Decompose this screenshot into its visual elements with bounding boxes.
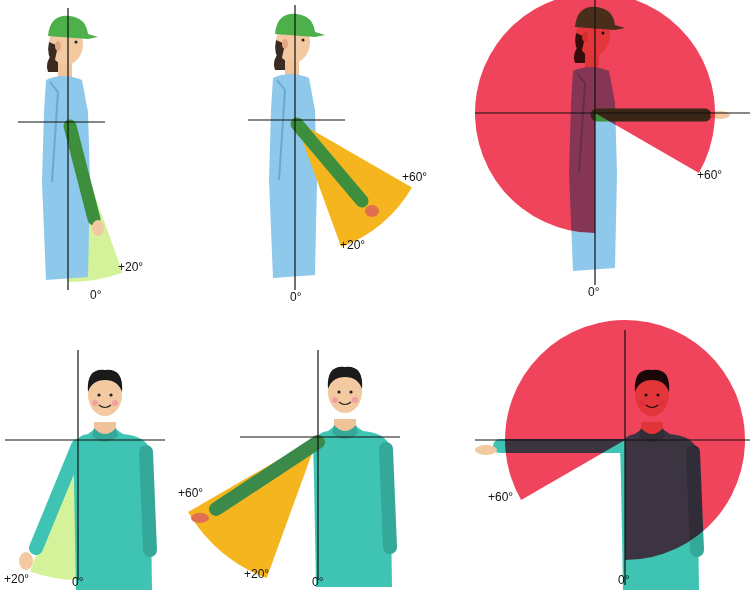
hand [365, 205, 379, 217]
range-sector [295, 120, 412, 247]
angle-label: +60° [178, 486, 203, 500]
axes [5, 0, 750, 585]
hand [191, 513, 209, 523]
angle-label: 0° [290, 290, 301, 304]
angle-label: +20° [244, 567, 269, 581]
angle-label: +20° [340, 238, 365, 252]
arm [216, 442, 318, 509]
arm [36, 446, 78, 548]
hand [19, 552, 33, 570]
hand [475, 445, 497, 455]
worker-figure [313, 367, 392, 587]
angle-label: +20° [4, 572, 29, 586]
arm [70, 126, 94, 219]
angle-label: 0° [588, 285, 599, 299]
worker-figure [42, 16, 98, 280]
hand [92, 220, 104, 236]
angle-label: 0° [90, 288, 101, 302]
range-sector [30, 440, 78, 580]
range-sector [188, 437, 318, 578]
angle-label: +60° [697, 168, 722, 182]
angle-label: +60° [488, 490, 513, 504]
angle-label: 0° [72, 575, 83, 589]
angle-label: 0° [312, 575, 323, 589]
angle-label: +60° [402, 170, 427, 184]
arm [297, 124, 362, 201]
angle-label: 0° [618, 573, 629, 587]
worker-figure [73, 370, 152, 590]
angle-label: +20° [118, 260, 143, 274]
